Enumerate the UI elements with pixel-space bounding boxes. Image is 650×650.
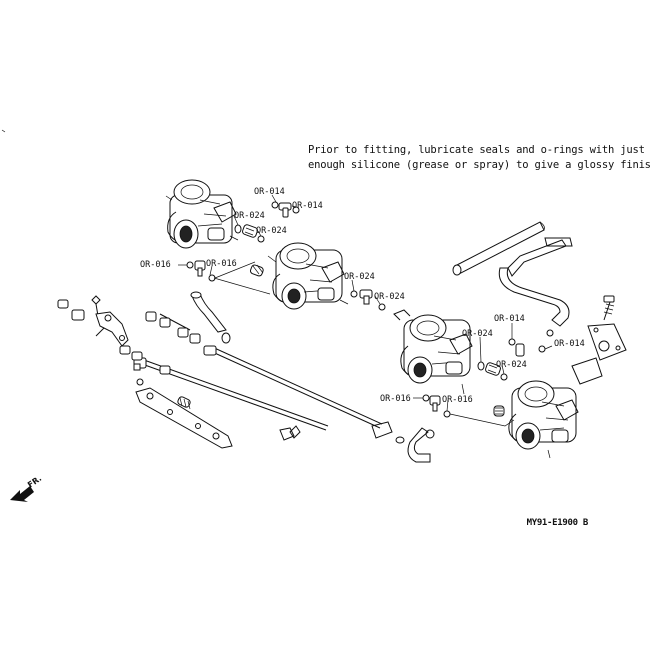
left-bolts	[57, 295, 101, 321]
breather-cover	[571, 295, 627, 385]
breather-pipe	[498, 237, 573, 327]
carburetor-2	[267, 242, 349, 310]
callout-or-024: OR-024	[496, 360, 527, 370]
note-line-1: Prior to fitting, lubricate seals and o-…	[308, 144, 645, 156]
middle-fittings	[350, 289, 386, 311]
callout-or-016: OR-016	[140, 260, 171, 270]
callout-or-014: OR-014	[292, 201, 323, 211]
callout-or-014: OR-014	[494, 314, 525, 324]
callout-or-024: OR-024	[374, 292, 405, 302]
right-fittings	[422, 329, 554, 427]
callout-or-014: OR-014	[254, 187, 285, 197]
choke-shaft	[203, 345, 393, 439]
fuel-hose-left	[190, 291, 231, 344]
fuel-rail	[119, 311, 301, 439]
callout-or-024: OR-024	[234, 211, 265, 221]
callout-or-014: OR-014	[554, 339, 585, 349]
callout-labels: OR-014 OR-014 OR-024 OR-024 OR-016 OR-01…	[140, 187, 585, 405]
linkage-lever	[95, 311, 129, 347]
fuel-hose-right	[395, 427, 435, 463]
leader-lines	[178, 194, 553, 412]
carburetor-3	[393, 309, 473, 395]
lubrication-note: Prior to fitting, lubricate seals and o-…	[308, 143, 650, 173]
callout-or-016: OR-016	[380, 394, 411, 404]
front-direction-arrow: FR.	[10, 474, 43, 502]
note-line-2: enough silicone (grease or spray) to giv…	[308, 159, 650, 171]
edge-mark	[1, 129, 6, 133]
left-fittings	[186, 260, 264, 282]
callout-or-024: OR-024	[462, 329, 493, 339]
callout-or-016: OR-016	[442, 395, 473, 405]
balance-pipe	[452, 221, 545, 276]
carburetor-1	[165, 179, 239, 249]
upper-fittings-1	[234, 201, 300, 243]
direction-label: FR.	[26, 474, 43, 490]
callout-or-016: OR-016	[206, 259, 237, 269]
diagram-reference-code: MY91-E1900 B	[526, 518, 589, 528]
callout-or-024: OR-024	[344, 272, 375, 282]
callout-or-024: OR-024	[256, 226, 287, 236]
throttle-shaft	[133, 357, 329, 431]
lower-bracket	[133, 363, 295, 449]
carburetor-4	[508, 380, 579, 459]
